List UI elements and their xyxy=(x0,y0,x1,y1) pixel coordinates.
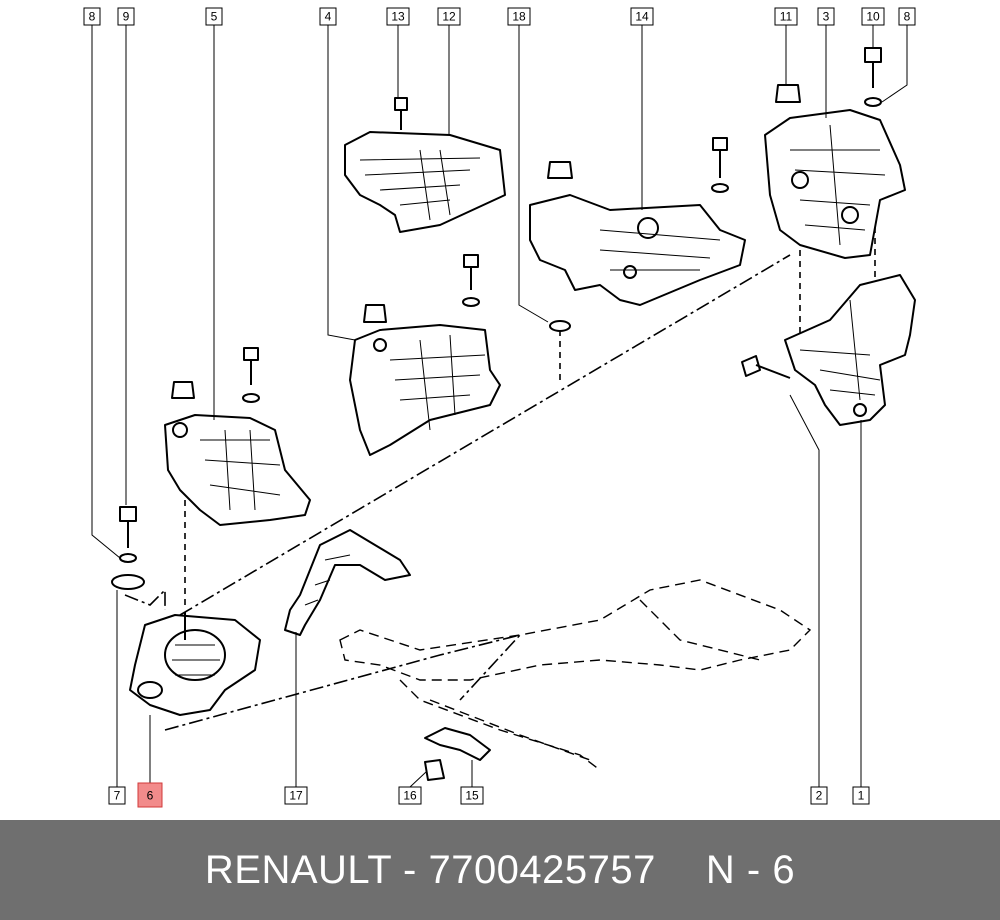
nut-4 xyxy=(363,304,387,323)
callout-label: 13 xyxy=(386,7,410,26)
part-2-bolt xyxy=(741,355,791,379)
svg-text:18: 18 xyxy=(512,10,526,24)
axis-line-left xyxy=(124,588,166,610)
leader-lines xyxy=(91,25,908,788)
callout-label: 8 xyxy=(898,7,916,26)
nut-5 xyxy=(171,381,195,399)
svg-text:10: 10 xyxy=(866,10,880,24)
part-16-nut xyxy=(424,759,445,781)
bolt-5 xyxy=(242,347,260,403)
callout-label: 5 xyxy=(205,7,223,26)
callout-label: 16 xyxy=(398,786,422,805)
part-4-bracket xyxy=(349,324,501,456)
bolt-10 xyxy=(864,47,882,107)
nut-11 xyxy=(775,84,801,103)
part-12-cover xyxy=(344,131,506,233)
svg-text:17: 17 xyxy=(289,789,303,803)
callout-label: 12 xyxy=(437,7,461,26)
svg-text:15: 15 xyxy=(465,789,479,803)
brand-part-number: RENAULT - 7700425757 xyxy=(204,847,656,892)
part-17-stay xyxy=(284,529,411,636)
svg-text:9: 9 xyxy=(123,10,130,24)
subframe-outline xyxy=(339,579,812,771)
callout-label: 14 xyxy=(630,7,654,26)
part-6-mount xyxy=(129,612,261,716)
part-3-bracket xyxy=(764,109,906,259)
svg-text:12: 12 xyxy=(442,10,456,24)
callout-label: 11 xyxy=(774,7,798,26)
part-13-bolt xyxy=(394,97,408,130)
part-number-footer: RENAULT - 7700425757 N - 6 xyxy=(0,820,1000,920)
part-8-washer xyxy=(119,553,137,563)
svg-text:7: 7 xyxy=(114,789,121,803)
callout-label: 3 xyxy=(817,7,835,26)
svg-text:1: 1 xyxy=(858,789,865,803)
part-1-bracket xyxy=(784,274,916,426)
exploded-parts-diagram: 8 9 5 4 13 12 18 14 11 3 10 8 7 6 17 16 … xyxy=(83,7,916,808)
callout-label: 8 xyxy=(83,7,101,26)
callout-label: 18 xyxy=(507,7,531,26)
part-5-bracket xyxy=(164,414,311,526)
svg-text:5: 5 xyxy=(211,10,218,24)
svg-text:3: 3 xyxy=(823,10,830,24)
callout-label: 7 xyxy=(108,786,126,805)
callout-label: 10 xyxy=(861,7,885,26)
part-7-washer xyxy=(111,574,145,590)
callout-label-highlighted: 6 xyxy=(137,782,163,808)
bolt-4 xyxy=(462,254,480,307)
svg-text:16: 16 xyxy=(403,789,417,803)
part-14-bracket xyxy=(529,194,746,306)
svg-text:8: 8 xyxy=(89,10,96,24)
svg-text:6: 6 xyxy=(147,789,154,803)
callout-label: 9 xyxy=(117,7,135,26)
bolt-14 xyxy=(711,137,729,193)
part-18-nut xyxy=(547,161,573,332)
callout-label: 15 xyxy=(460,786,484,805)
part-15-bracket xyxy=(424,727,491,761)
axis-line-lower xyxy=(164,633,523,731)
callout-label: 1 xyxy=(852,786,870,805)
svg-text:11: 11 xyxy=(780,10,793,24)
callout-label: 4 xyxy=(319,7,337,26)
svg-text:4: 4 xyxy=(325,10,332,24)
callout-label: 17 xyxy=(284,786,308,805)
diagram-reference: N - 6 xyxy=(705,847,796,892)
part-9-bolt xyxy=(119,506,137,548)
svg-text:14: 14 xyxy=(635,10,649,24)
callout-label: 2 xyxy=(810,786,828,805)
svg-text:2: 2 xyxy=(816,789,823,803)
axis-line-main xyxy=(179,254,791,616)
svg-text:8: 8 xyxy=(904,10,911,24)
svg-text:13: 13 xyxy=(391,10,405,24)
